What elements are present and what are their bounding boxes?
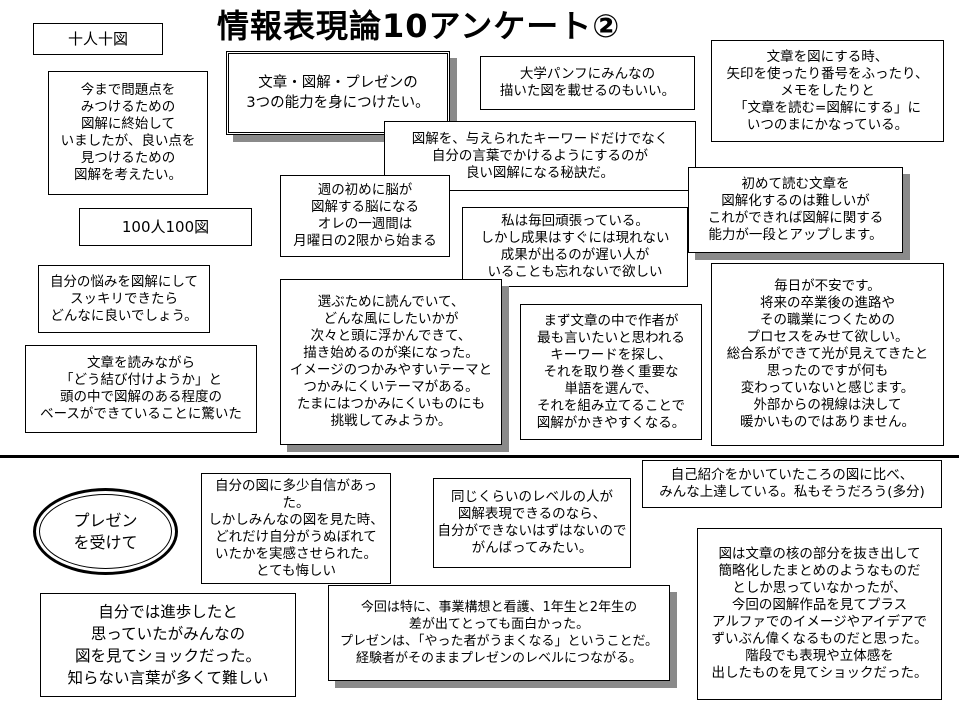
comment-box-1: 今まで問題点を みつけるための 図解に終始して いましたが、良い点を 見つけるた…	[48, 71, 208, 195]
comment-box-14: 自分の図に多少自信があった。 しかしみんなの図を見た時、 どれだけ自分がうぬぼれ…	[201, 473, 391, 584]
comment-box-9: 自分の悩みを図解にして スッキリできたら どんなに良いでしょう。	[38, 265, 210, 333]
comment-box-3: 大学パンフにみんなの 描いた図を載せるのもいい。	[480, 56, 695, 110]
comment-box-10: 選ぶために読んでいて、 どんな風にしたいかが 次々と頭に浮かんできて、 描き始め…	[280, 279, 502, 445]
comment-box-7: 初めて読む文章を 図解化するのは難しいが これができれば図解に関する 能力が一段…	[688, 167, 903, 253]
comment-box-8: 私は毎回頑張っている。 しかし成果はすぐには現れない 成果が出るのが遅い人が い…	[462, 207, 688, 287]
comment-box-4: 文章を図にする時、 矢印を使ったり番号をふったり、 メモをしたりと 「文章を読む…	[711, 40, 944, 142]
comment-box-15: 同じくらいのレベルの人が 図解表現できるのなら、 自分ができないはずはないので …	[433, 478, 631, 568]
comment-box-19: 今回は特に、事業構想と看護、1年生と2年生の 差が出てとっても面白かった。 プレ…	[328, 585, 670, 681]
label-hyakunin-hyakuzu: 100人100図	[79, 208, 252, 246]
comment-box-16: 自己紹介をかいていたころの図に比べ、 みんな上達している。私もそうだろう(多分)	[642, 460, 942, 508]
divider-line	[0, 455, 959, 458]
comment-box-12: 毎日が不安です。 将来の卒業後の進路や その職業につくための プロセスをみせて欲…	[711, 263, 944, 446]
comment-box-6: 週の初めに脳が 図解する脳になる オレの一週間は 月曜日の2限から始まる	[280, 175, 450, 257]
comment-box-17: 図は文章の核の部分を抜き出して 簡略化したまとめのようなものだ としか思っていな…	[697, 528, 942, 700]
comment-box-11: まず文章の中で作者が 最も言いたいと思われる キーワードを探し、 それを取り巻く…	[520, 304, 702, 440]
comment-box-13: 文章を読みながら 「どう結び付けようか」と 頭の中で図解のある程度の ベースがで…	[25, 345, 257, 433]
label-jyunin-jyuzu: 十人十図	[33, 23, 163, 55]
label-presen: プレゼン を受けて	[33, 488, 178, 575]
comment-box-18: 自分では進歩したと 思っていたがみんなの 図を見てショックだった。 知らない言葉…	[40, 593, 296, 697]
comment-box-2: 文章・図解・プレゼンの 3つの能力を身につけたい。	[226, 51, 450, 135]
page-title: 情報表現論10アンケート②	[217, 7, 621, 45]
